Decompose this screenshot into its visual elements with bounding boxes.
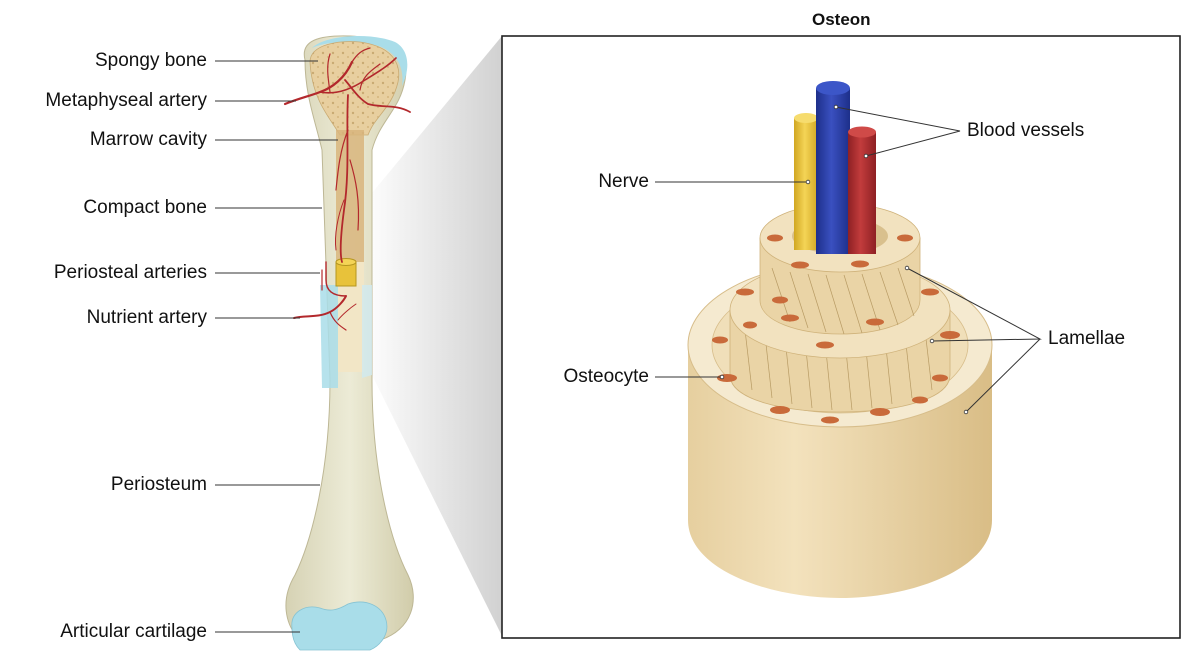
periosteum-sleeve-right bbox=[362, 285, 372, 378]
red-vessel bbox=[848, 132, 876, 254]
red-vessel-top bbox=[848, 127, 876, 138]
nerve-tube-top bbox=[794, 113, 818, 123]
blue-vessel bbox=[816, 88, 850, 254]
label-osteocyte: Osteocyte bbox=[563, 367, 649, 386]
label-periosteal-arteries: Periosteal arteries bbox=[54, 263, 207, 282]
osteon-title: Osteon bbox=[812, 11, 871, 28]
periosteum-sleeve bbox=[320, 285, 338, 388]
label-articular-cartilage: Articular cartilage bbox=[60, 622, 207, 641]
label-periosteum: Periosteum bbox=[111, 475, 207, 494]
bottom-cartilage bbox=[292, 602, 387, 650]
nutrient-vessel-top bbox=[336, 259, 356, 266]
nerve-tube bbox=[794, 118, 818, 250]
label-marrow-cavity: Marrow cavity bbox=[90, 130, 207, 149]
label-lamellae: Lamellae bbox=[1048, 329, 1125, 348]
label-nerve: Nerve bbox=[598, 172, 649, 191]
label-compact-bone: Compact bone bbox=[83, 198, 207, 217]
label-spongy-bone: Spongy bone bbox=[95, 51, 207, 70]
blue-vessel-top bbox=[816, 81, 850, 95]
label-blood-vessels: Blood vessels bbox=[967, 121, 1084, 140]
label-nutrient-artery: Nutrient artery bbox=[87, 308, 207, 327]
label-metaphyseal-artery: Metaphyseal artery bbox=[45, 91, 207, 110]
